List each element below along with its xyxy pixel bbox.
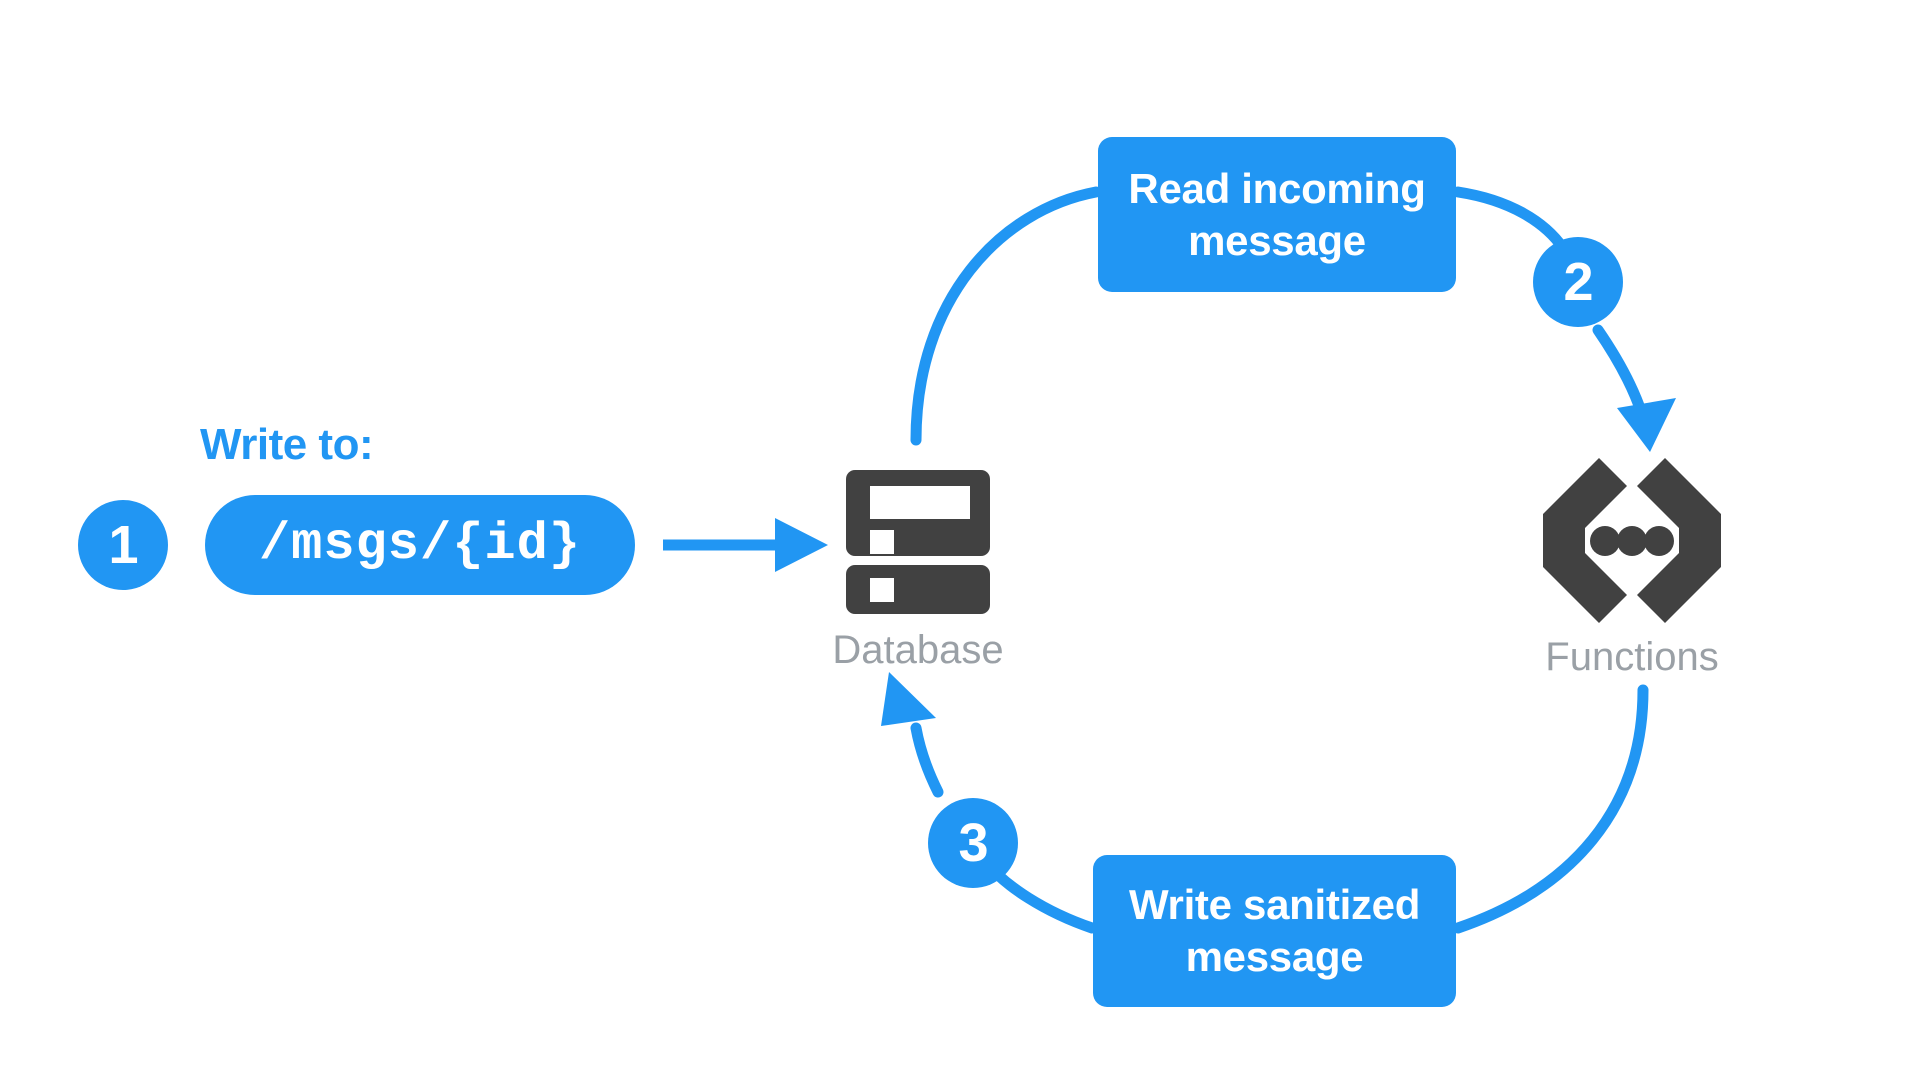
node-functions: Functions (1497, 458, 1767, 680)
step-badge-2: 2 (1533, 237, 1623, 327)
read-incoming-message-box: Read incoming message (1098, 137, 1456, 292)
connector-functions-to-write-box (1452, 684, 1649, 934)
step-badge-1: 1 (78, 500, 168, 590)
write-sanitized-message-box: Write sanitized message (1093, 855, 1456, 1007)
database-path-pill[interactable]: /msgs/{id} (205, 495, 635, 595)
node-database: Database (803, 468, 1033, 673)
connector-database-to-read-box (910, 186, 1102, 446)
database-icon (846, 470, 990, 614)
write-to-label: Write to: (200, 420, 374, 469)
functions-brackets-icon (1543, 458, 1721, 623)
database-label: Database (832, 628, 1004, 672)
functions-label: Functions (1545, 635, 1719, 679)
step-badge-3: 3 (928, 798, 1018, 888)
